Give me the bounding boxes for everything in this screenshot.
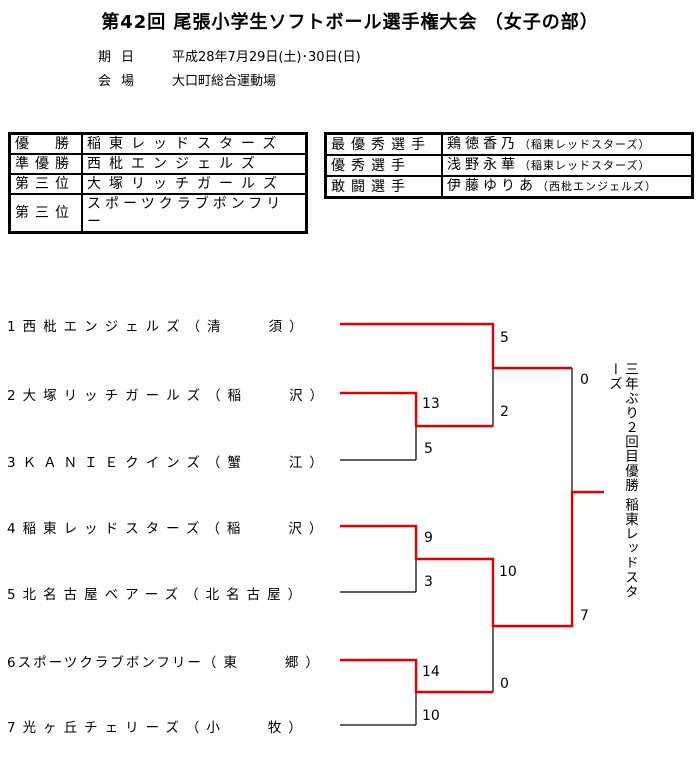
score-r1a-top: 13: [422, 396, 440, 412]
award-player-team: （稲東レッドスターズ）: [519, 138, 651, 151]
score-r1b-top: 9: [424, 530, 433, 546]
award-player: 浅野永華: [447, 157, 519, 173]
win-team1: [340, 322, 572, 370]
score-r1a-bottom: 5: [424, 441, 433, 457]
venue-label: 会場: [98, 74, 145, 89]
team-entry: 4稲東レッドスターズ（稲 沢）: [7, 517, 329, 537]
standings-row: 第三位大塚リッチガールズ: [10, 174, 306, 194]
team-no: 5: [7, 587, 23, 603]
place-team: 西枇エンジェルズ: [82, 154, 306, 174]
team-name: 北名古屋ベアーズ: [22, 587, 186, 603]
award-player: 鶏徳香乃: [447, 136, 519, 152]
score-r1b-bottom: 3: [424, 574, 433, 590]
score-sf1-bottom: 2: [500, 404, 509, 420]
place-label: 第三位: [10, 174, 82, 194]
team-entry: 5北名古屋ベアーズ（北名古屋）: [7, 583, 308, 603]
award-row: 優秀選手浅野永華（稲東レッドスターズ）: [326, 155, 692, 176]
team-area: （清 須）: [186, 319, 310, 335]
page-title: 第42回 尾張小学生ソフトボール選手権大会 （女子の部）: [101, 12, 599, 33]
score-sf1-top: 5: [500, 330, 509, 346]
team-area: （小 牧）: [185, 720, 309, 736]
team-name: 西枇エンジェルズ: [22, 319, 187, 335]
champion-note: 三年ぶり２回目優勝 稲東レッドスターズ: [606, 362, 638, 600]
score-sf2-top: 10: [499, 564, 517, 580]
team-entry: 6スポーツクラブボンフリー（東 郷）: [7, 651, 326, 671]
win-team6: [340, 658, 493, 694]
team-area: （北名古屋）: [185, 587, 309, 603]
team-name: スポーツクラブボンフリー: [17, 655, 203, 671]
place-team: スポーツクラブボンフリー: [82, 194, 306, 232]
award-row: 敢闘選手伊藤ゆりあ（西枇エンジェルズ）: [326, 176, 692, 197]
award-row: 最優秀選手鶏徳香乃（稲東レッドスターズ）: [326, 134, 692, 155]
award-player-team: （稲東レッドスターズ）: [519, 159, 651, 172]
team-no: 2: [7, 388, 23, 404]
team-name: 稲東レッドスターズ: [22, 521, 207, 537]
standings-row: 優 勝稲東レッドスターズ: [10, 134, 306, 154]
place-label: 準優勝: [10, 154, 82, 174]
award-label: 優秀選手: [326, 155, 442, 176]
place-team: 稲東レッドスターズ: [82, 134, 306, 154]
score-sf2-bottom: 0: [500, 676, 509, 692]
team-area: （蟹 江）: [206, 455, 330, 471]
score-final-top: 0: [580, 372, 589, 388]
awards-table: 最優秀選手鶏徳香乃（稲東レッドスターズ） 優秀選手浅野永華（稲東レッドスターズ）…: [324, 132, 694, 199]
award-label: 最優秀選手: [326, 134, 442, 155]
score-r1c-top: 14: [422, 664, 440, 680]
team-entry: 7光ヶ丘チェリーズ（小 牧）: [7, 716, 309, 736]
team-entry: 1西枇エンジェルズ（清 須）: [7, 315, 310, 335]
team-entry: 3ＫＡＮＩＥクインズ（蟹 江）: [7, 451, 330, 471]
team-no: 3: [7, 455, 23, 471]
standings-row: 第三位スポーツクラブボンフリー: [10, 194, 306, 232]
place-label: 優 勝: [10, 134, 82, 154]
team-area: （東 郷）: [202, 655, 326, 671]
team-no: 7: [7, 720, 23, 736]
award-player-team: （西枇エンジェルズ）: [537, 180, 657, 193]
team-area: （稲 沢）: [206, 521, 330, 537]
team-name: 光ヶ丘チェリーズ: [22, 720, 186, 736]
venue-value: 大口町総合運動場: [172, 74, 277, 89]
place-team: 大塚リッチガールズ: [82, 174, 306, 194]
place-label: 第三位: [10, 194, 82, 232]
score-r1c-bottom: 10: [422, 708, 440, 724]
team-no: 1: [7, 319, 23, 335]
team-entry: 2大塚リッチガールズ（稲 沢）: [7, 384, 330, 404]
score-final-bottom: 7: [580, 608, 589, 624]
standings-table: 優 勝稲東レッドスターズ 準優勝西枇エンジェルズ 第三位大塚リッチガールズ 第三…: [8, 132, 308, 234]
date-label: 期日: [98, 50, 145, 65]
win-team4: [340, 490, 604, 628]
date-value: 平成28年7月29日(土)･30日(日): [172, 50, 361, 65]
team-area: （稲 沢）: [207, 388, 331, 404]
win-team2: [340, 391, 493, 428]
team-no: 4: [7, 521, 23, 537]
team-name: 大塚リッチガールズ: [22, 388, 208, 404]
standings-row: 準優勝西枇エンジェルズ: [10, 154, 306, 174]
award-label: 敢闘選手: [326, 176, 442, 197]
team-name: ＫＡＮＩＥクインズ: [22, 455, 207, 471]
team-no: 6: [7, 655, 18, 671]
award-player: 伊藤ゆりあ: [447, 178, 537, 194]
